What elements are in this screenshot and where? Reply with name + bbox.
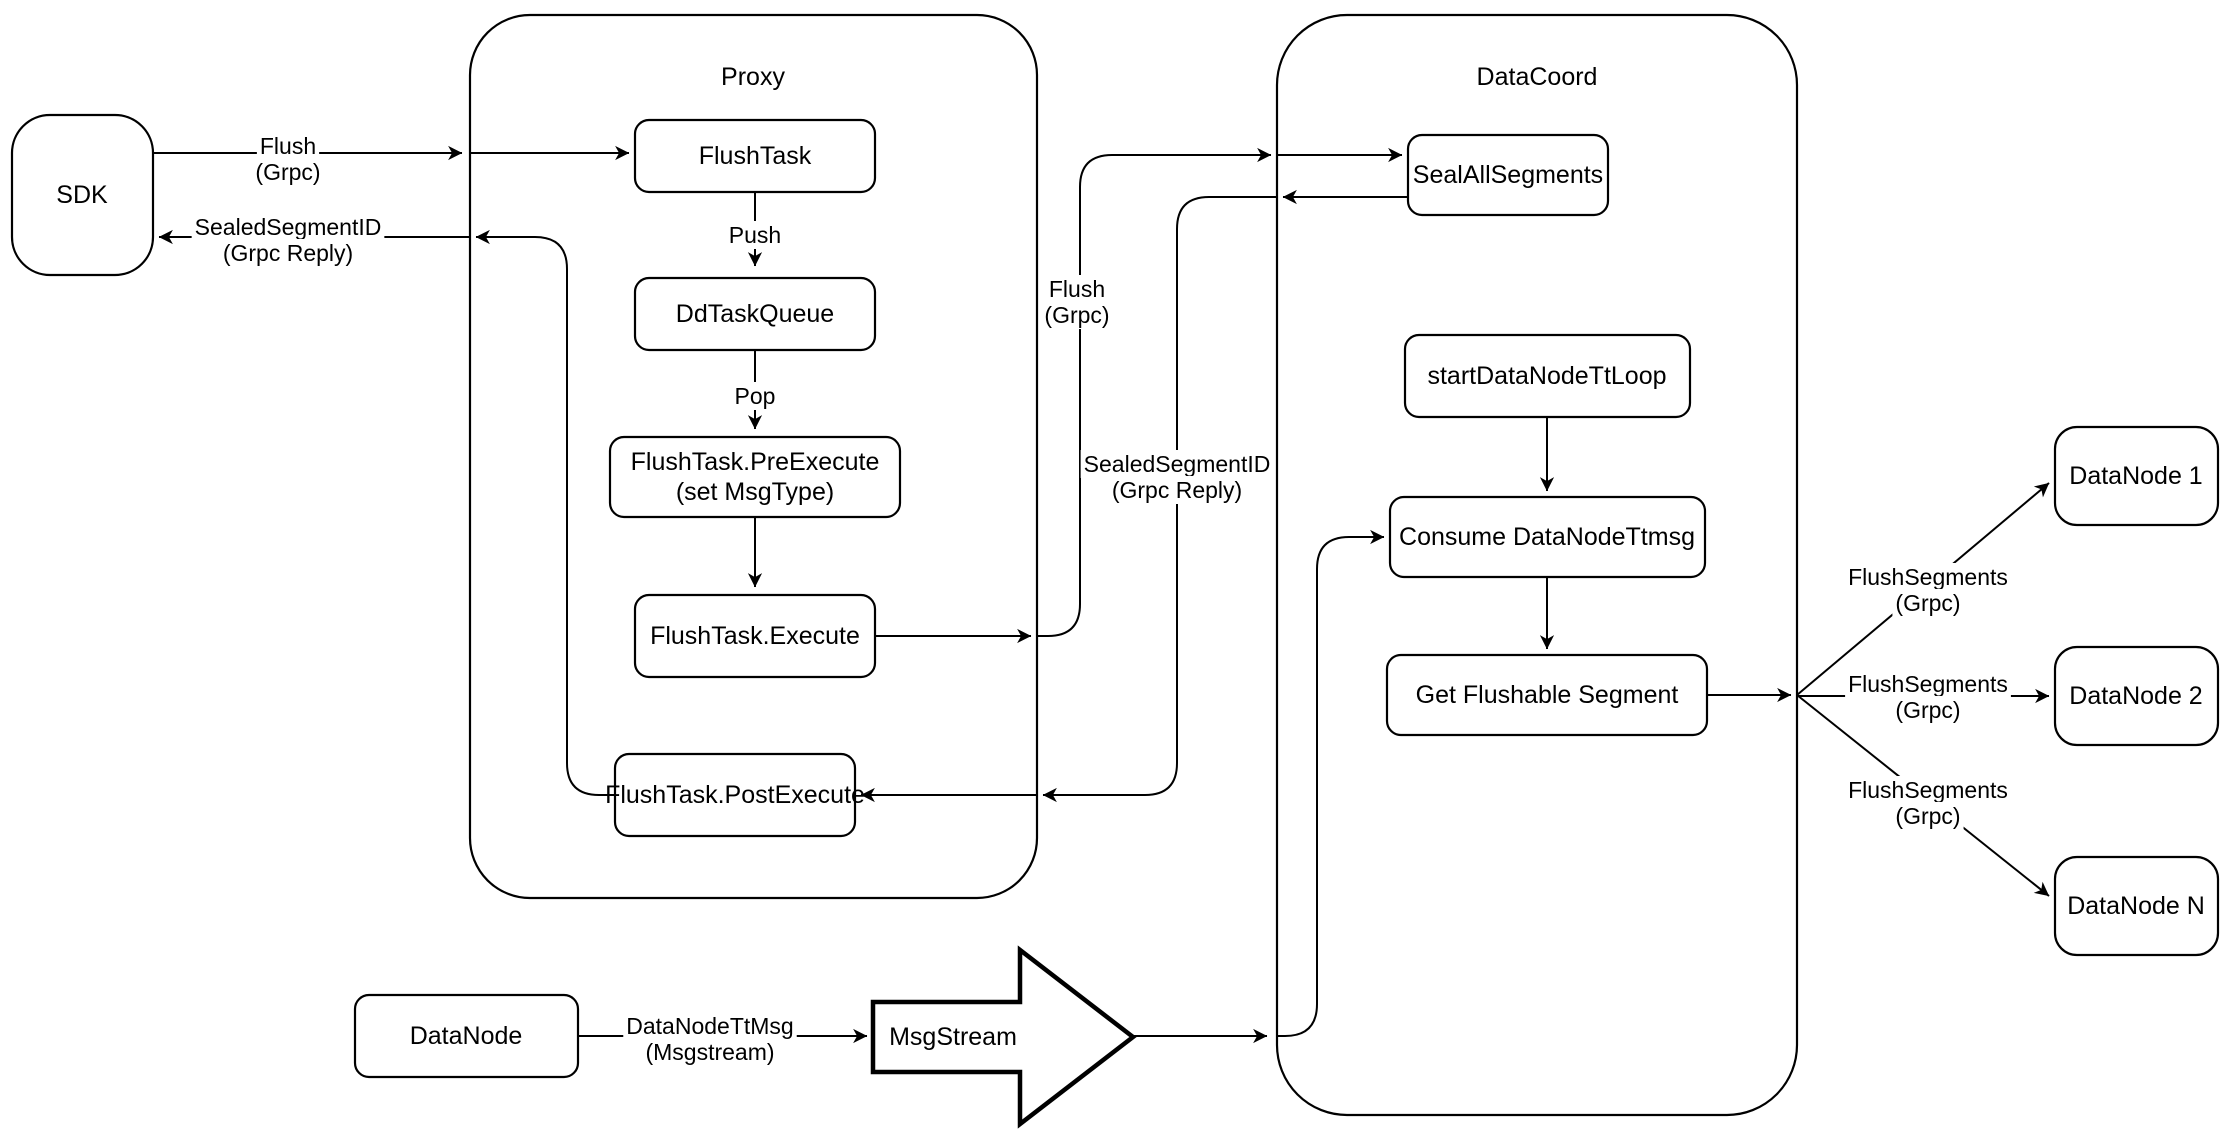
label-background (1108, 476, 1246, 504)
label-flushsegments2-line2: (Grpc) (1895, 697, 1960, 723)
startdatanodettloop-label: startDataNodeTtLoop (1427, 362, 1666, 390)
label-flush-grpc-mid-line1: Flush (1049, 276, 1105, 302)
label-background (1892, 802, 1964, 830)
label-sealedsegmentid-mid-line2: (Grpc Reply) (1112, 477, 1242, 503)
label-push: Push (729, 222, 781, 248)
node-ddtaskqueue (633, 276, 877, 352)
label-background (256, 132, 320, 160)
sealallsegments-label: SealAllSegments (1413, 161, 1603, 189)
label-background (623, 1012, 797, 1040)
label-background (219, 239, 357, 267)
label-pop: Pop (735, 383, 776, 409)
label-flushsegments1-line1: FlushSegments (1848, 564, 2008, 590)
get-flushable-segment-label: Get Flushable Segment (1416, 681, 1679, 709)
consume-datanodettmsg-label: Consume DataNodeTtmsg (1399, 523, 1695, 551)
datanode2-label: DataNode 2 (2069, 682, 2202, 710)
sdk-label: SDK (56, 181, 108, 209)
node-execute (633, 593, 877, 679)
label-background (191, 213, 385, 241)
label-background (1892, 696, 1964, 724)
msgstream-label: MsgStream (889, 1023, 1017, 1051)
label-background (1892, 589, 1964, 617)
node-datanode1 (2053, 425, 2220, 527)
label-flush-grpc-sdk-line1: Flush (260, 133, 316, 159)
label-datanodettmsg-line1: DataNodeTtMsg (626, 1013, 793, 1039)
edge-flush-grpc-up (1037, 147, 1272, 637)
datanode1-label: DataNode 1 (2069, 462, 2202, 490)
node-get-flushable-segment (1385, 653, 1709, 737)
node-msgstream-arrow-shape (870, 945, 1137, 1129)
label-flush-grpc-mid-line2: (Grpc) (1044, 302, 1109, 328)
label-flushsegments2-line1: FlushSegments (1848, 671, 2008, 697)
label-flush-grpc-sdk-line2: (Grpc) (255, 159, 320, 185)
flushtask-label: FlushTask (699, 142, 812, 170)
node-datanode-bottom (353, 993, 580, 1079)
node-sdk (10, 113, 155, 277)
node-startdatanodettloop (1403, 333, 1692, 419)
edge-labels: Flush (Grpc) SealedSegmentID (Grpc Reply… (191, 132, 2011, 1066)
nodes (10, 113, 2220, 1129)
node-datanode2 (2053, 645, 2220, 747)
edge-ttmsg-up-to-consume (1277, 529, 1385, 1037)
label-background (1845, 670, 2011, 698)
label-background (1845, 563, 2011, 591)
label-background (1080, 450, 1274, 478)
label-datanodettmsg-line2: (Msgstream) (645, 1039, 774, 1065)
label-background (1845, 776, 2011, 804)
label-background (1045, 275, 1109, 303)
label-flushsegments3-line2: (Grpc) (1895, 803, 1960, 829)
ddtaskqueue-label: DdTaskQueue (676, 300, 834, 328)
datanode-bottom-label: DataNode (410, 1022, 523, 1050)
proxy-title: Proxy (721, 63, 785, 91)
label-background (1041, 301, 1113, 329)
datacoord-title: DataCoord (1477, 63, 1598, 91)
edge-postexecute-return-up (475, 229, 615, 796)
label-flushsegments1-line2: (Grpc) (1895, 590, 1960, 616)
postexecute-label: FlushTask.PostExecute (605, 781, 865, 809)
node-sealallsegments (1406, 133, 1610, 217)
node-consume-datanodettmsg (1388, 495, 1707, 579)
datanoden-label: DataNode N (2067, 892, 2205, 920)
label-sealedsegmentid-mid-line1: SealedSegmentID (1084, 451, 1271, 477)
execute-label: FlushTask.Execute (650, 622, 860, 650)
label-background (725, 221, 785, 249)
node-labels: Proxy DataCoord SDK FlushTask DdTaskQueu… (56, 63, 2204, 1051)
label-background (252, 158, 324, 186)
node-datanoden (2053, 855, 2220, 957)
preexecute-label-line1: FlushTask.PreExecute (631, 448, 880, 476)
node-flushtask (633, 118, 877, 194)
label-sealedsegmentid-sdk-line1: SealedSegmentID (195, 214, 382, 240)
label-background (642, 1038, 778, 1066)
node-preexecute (608, 435, 902, 519)
label-flushsegments3-line1: FlushSegments (1848, 777, 2008, 803)
label-sealedsegmentid-sdk-line2: (Grpc Reply) (223, 240, 353, 266)
node-postexecute (613, 752, 857, 838)
preexecute-label-line2: (set MsgType) (676, 478, 834, 506)
label-background (731, 382, 779, 410)
